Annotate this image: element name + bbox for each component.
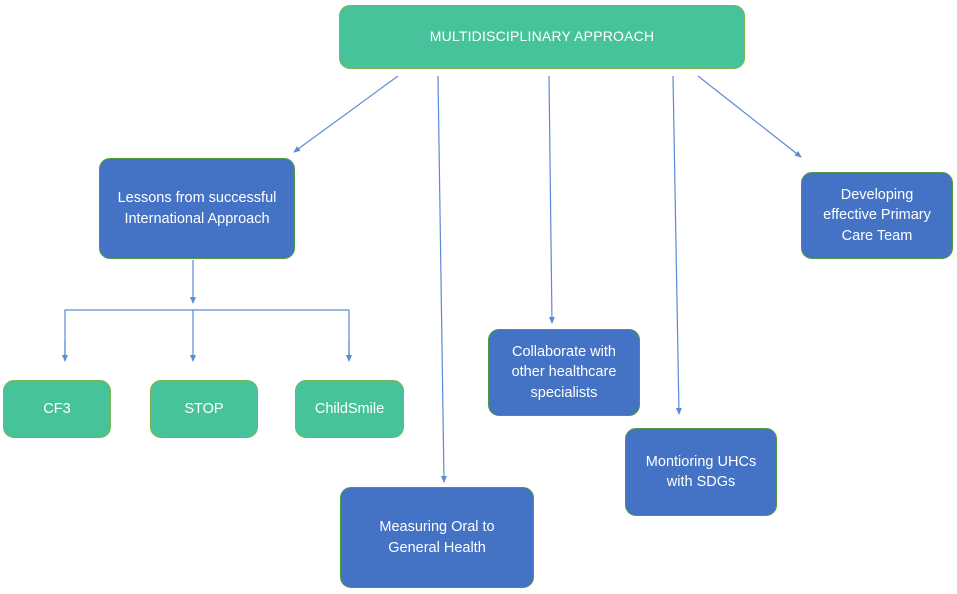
childsmile-node: ChildSmile (295, 380, 404, 438)
measuring-node: Measuring Oral to General Health (340, 487, 534, 588)
lessons-node: Lessons from successful International Ap… (99, 158, 295, 259)
developing-node: Developing effective Primary Care Team (801, 172, 953, 259)
root-node: MULTIDISCIPLINARY APPROACH (339, 5, 745, 69)
stop-node: STOP (150, 380, 258, 438)
monitoring-node: Montioring UHCs with SDGs (625, 428, 777, 516)
arrow-root-to-monitoring (672, 75, 682, 415)
arrow-root-to-developing (697, 75, 802, 158)
arrow-root-to-lessons (293, 75, 399, 153)
branch-bar (64, 309, 350, 358)
cf3-node: CF3 (3, 380, 111, 438)
collaborate-node: Collaborate with other healthcare specia… (488, 329, 640, 416)
arrow-root-to-collaborate (548, 75, 555, 324)
arrow-root-to-measuring (437, 75, 447, 483)
